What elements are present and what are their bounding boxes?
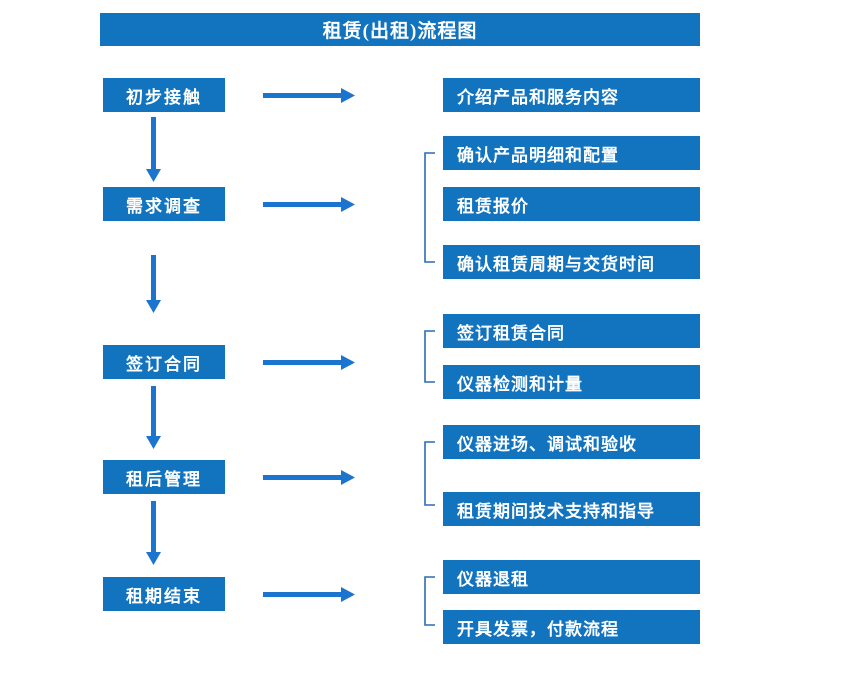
group-bracket bbox=[424, 441, 435, 506]
stage-box-sign-contract: 签订合同 bbox=[103, 345, 225, 379]
group-bracket bbox=[424, 330, 435, 383]
horizontal-arrow bbox=[263, 355, 355, 370]
output-box-confirm-period: 确认租赁周期与交货时间 bbox=[443, 245, 700, 279]
output-box-confirm-details: 确认产品明细和配置 bbox=[443, 136, 700, 170]
group-bracket bbox=[424, 576, 435, 626]
stage-box-rental-end: 租期结束 bbox=[103, 577, 225, 611]
horizontal-arrow bbox=[263, 470, 355, 485]
diagram-title: 租赁(出租)流程图 bbox=[100, 13, 700, 46]
output-box-introduce-products: 介绍产品和服务内容 bbox=[443, 78, 700, 112]
output-box-instrument-return: 仪器退租 bbox=[443, 560, 700, 594]
vertical-arrow bbox=[146, 386, 161, 449]
vertical-arrow bbox=[146, 255, 161, 313]
horizontal-arrow bbox=[263, 587, 355, 602]
output-box-technical-support: 租赁期间技术支持和指导 bbox=[443, 492, 700, 526]
vertical-arrow bbox=[146, 117, 161, 182]
output-box-instrument-testing: 仪器检测和计量 bbox=[443, 365, 700, 399]
horizontal-arrow bbox=[263, 197, 355, 212]
output-box-sign-rental-contract: 签订租赁合同 bbox=[443, 314, 700, 348]
stage-box-post-rental: 租后管理 bbox=[103, 460, 225, 494]
output-box-invoice-payment: 开具发票，付款流程 bbox=[443, 610, 700, 644]
vertical-arrow bbox=[146, 501, 161, 565]
horizontal-arrow bbox=[263, 88, 355, 103]
output-box-rental-quotation: 租赁报价 bbox=[443, 187, 700, 221]
stage-box-demand-survey: 需求调查 bbox=[103, 187, 225, 221]
output-box-instrument-setup: 仪器进场、调试和验收 bbox=[443, 425, 700, 459]
group-bracket bbox=[424, 152, 435, 263]
stage-box-initial-contact: 初步接触 bbox=[103, 78, 225, 112]
